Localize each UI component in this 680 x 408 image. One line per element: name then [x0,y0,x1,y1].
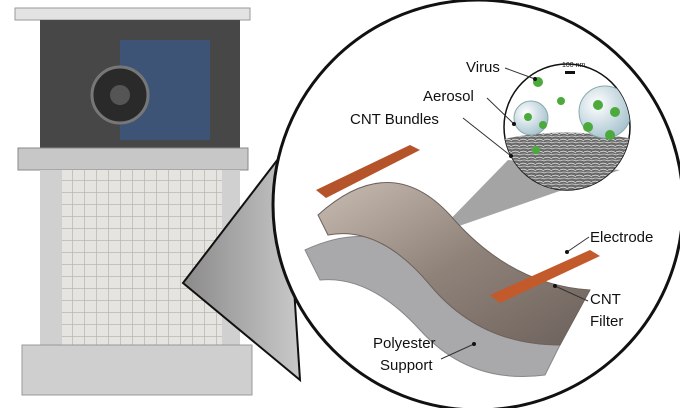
scale-bar [565,71,575,74]
electrode-bottom [490,250,600,303]
label-aerosol: Aerosol [423,88,474,105]
label-scale: 100 nm [562,62,586,69]
label-dots [472,77,569,346]
virus-particles [524,77,620,154]
label-filter: Filter [590,313,623,330]
air-purifier-photo [14,7,253,396]
label-cnt: CNT [590,291,621,308]
electrode-top [316,145,420,198]
label-polyester: Polyester [373,335,436,352]
label-electrode: Electrode [590,229,653,246]
leader-lines [440,67,590,360]
cnt-filter-layer [317,182,591,346]
label-support: Support [380,357,433,374]
label-virus: Virus [466,59,500,76]
label-cnt-bundles: CNT Bundles [350,111,439,128]
